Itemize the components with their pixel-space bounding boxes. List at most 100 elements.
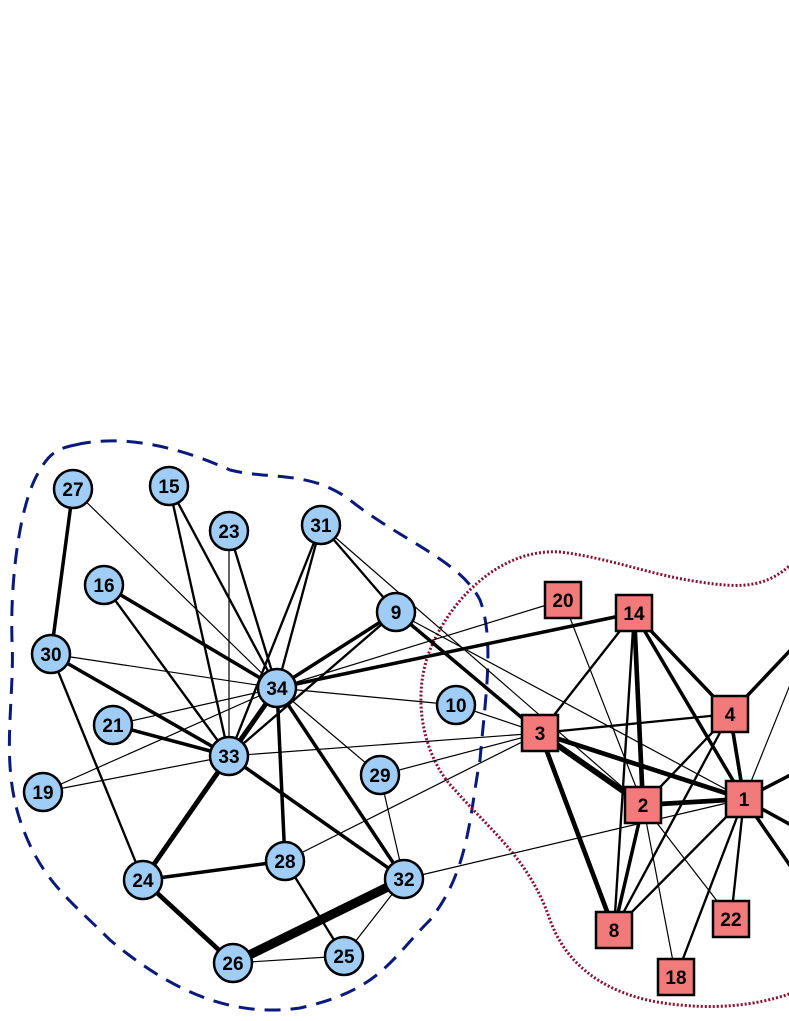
edge-4-8 — [612, 712, 732, 932]
node-9: 9 — [375, 591, 417, 633]
node-label: 20 — [552, 591, 573, 612]
node-label: 27 — [62, 480, 83, 501]
node-20: 20 — [543, 580, 583, 620]
node-4: 4 — [710, 694, 750, 734]
edge-29-3 — [379, 732, 541, 776]
edge-34-29 — [276, 687, 381, 776]
circle-node-shape — [30, 633, 72, 675]
circle-node-shape — [92, 704, 134, 746]
node-31: 31 — [300, 504, 342, 546]
node-label: 16 — [93, 576, 114, 597]
node-label: 31 — [310, 516, 332, 537]
edge-31-33 — [227, 523, 323, 758]
node-34: 34 — [256, 667, 298, 709]
node-label: 15 — [158, 477, 180, 498]
circle-node-shape — [148, 465, 190, 507]
edge-1-8 — [612, 797, 746, 932]
square-node-shape — [543, 580, 583, 620]
node-label: 29 — [369, 766, 390, 787]
node-19: 19 — [22, 771, 64, 813]
circle-node-shape — [383, 858, 425, 900]
node-14: 14 — [614, 593, 654, 633]
circle-node-shape — [212, 942, 254, 984]
edge-14-1 — [632, 611, 746, 801]
node-15: 15 — [148, 465, 190, 507]
node-24: 24 — [122, 859, 164, 901]
edge-33-3 — [228, 732, 541, 757]
edge-34-19 — [42, 687, 278, 793]
edge-33-24 — [140, 753, 232, 883]
circle-node-shape — [323, 935, 365, 977]
node-label: 3 — [535, 724, 546, 745]
circle-node-shape — [300, 504, 342, 546]
edge-20-2 — [562, 599, 644, 806]
edge-26-32 — [228, 874, 409, 968]
node-16: 16 — [83, 564, 125, 606]
edge-30-33 — [49, 652, 231, 758]
edge-30-34 — [50, 653, 278, 689]
node-label: 19 — [32, 783, 53, 804]
node-22: 22 — [711, 899, 751, 939]
node-label: 2 — [638, 796, 649, 817]
edge-9-3 — [394, 610, 542, 735]
node-33: 33 — [208, 735, 250, 777]
node-label: 18 — [665, 968, 686, 989]
circle-node-shape — [264, 840, 306, 882]
edge-9-33 — [227, 610, 398, 758]
circle-node-shape — [52, 468, 94, 510]
square-node-shape — [614, 593, 654, 633]
edge-27-30 — [49, 487, 75, 656]
circle-node-shape — [375, 591, 417, 633]
circle-node-shape — [359, 754, 401, 796]
node-30: 30 — [30, 633, 72, 675]
edge-32-1 — [403, 798, 745, 880]
circle-node-shape — [122, 859, 164, 901]
edge-27-34 — [72, 488, 278, 689]
node-label: 33 — [218, 747, 239, 768]
edge-34-20 — [276, 599, 564, 689]
edge-24-26 — [140, 877, 236, 966]
blue-group-boundary — [7, 439, 490, 1012]
red-group-boundary — [419, 550, 789, 1008]
circle-node-shape — [83, 564, 125, 606]
node-27: 27 — [52, 468, 94, 510]
edge-3-4 — [538, 712, 732, 735]
node-label: 4 — [725, 705, 736, 726]
circle-node-shape — [208, 735, 250, 777]
edge-14-2 — [631, 610, 646, 808]
edge-1-18 — [674, 797, 746, 979]
edge-1-22 — [729, 797, 746, 921]
node-10: 10 — [435, 684, 477, 726]
edge-33-32 — [227, 754, 406, 881]
edge-3-1 — [537, 730, 747, 802]
edge-24-28 — [141, 859, 287, 882]
node-label: 32 — [393, 870, 414, 891]
node-label: 34 — [266, 679, 288, 700]
node-label: 8 — [609, 921, 620, 942]
node-label: 21 — [102, 716, 124, 737]
edge-34-32 — [275, 686, 406, 881]
node-29: 29 — [359, 754, 401, 796]
node-label: 14 — [623, 604, 645, 625]
square-node-shape — [594, 910, 634, 950]
group-boundaries — [7, 439, 789, 1012]
node-28: 28 — [264, 840, 306, 882]
square-node-shape — [656, 957, 696, 997]
node-8: 8 — [594, 910, 634, 950]
node-3: 3 — [520, 713, 560, 753]
edge-15-33 — [167, 484, 231, 758]
edge-34-21 — [112, 687, 278, 726]
node-26: 26 — [212, 942, 254, 984]
edge-19-33 — [42, 755, 230, 793]
edge-34-10 — [276, 687, 457, 706]
edge-28-3 — [284, 732, 541, 862]
circle-node-shape — [256, 667, 298, 709]
node-2: 2 — [623, 785, 663, 825]
square-node-shape — [520, 713, 560, 753]
node-label: 22 — [720, 910, 741, 931]
square-node-shape — [623, 785, 663, 825]
edge-9-34 — [275, 610, 398, 690]
circle-node-shape — [22, 771, 64, 813]
